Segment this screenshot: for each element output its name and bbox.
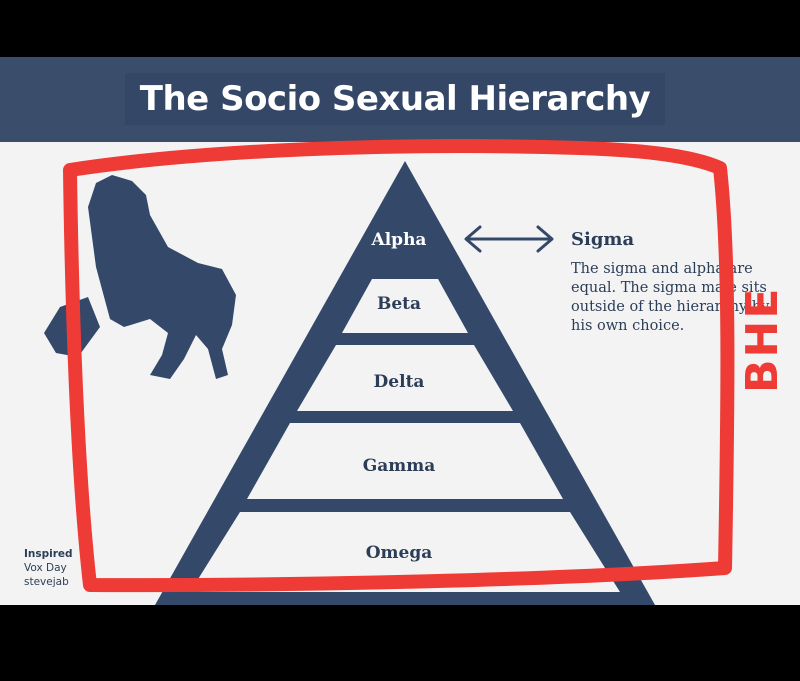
tier-beta-band bbox=[342, 279, 468, 333]
credit-line-1: Vox Day bbox=[24, 562, 67, 574]
title-band: The Socio Sexual Hierarchy bbox=[0, 57, 800, 142]
tier-delta-band bbox=[297, 345, 513, 411]
sigma-label: Sigma bbox=[571, 229, 635, 250]
page-title: The Socio Sexual Hierarchy bbox=[125, 73, 665, 125]
tier-label-omega: Omega bbox=[366, 543, 433, 563]
tier-label-delta: Delta bbox=[374, 372, 425, 392]
sigma-description: The sigma and alpha are equal. The sigma… bbox=[571, 261, 770, 334]
credit-line-2: stevejab bbox=[24, 576, 69, 588]
handwritten-annotation: ВНЕ ИЕРАРХИИ bbox=[737, 195, 800, 485]
tier-label-alpha: Alpha bbox=[371, 230, 427, 250]
credit-block: Inspired Vox Day stevejab bbox=[24, 547, 94, 589]
tier-gamma-band bbox=[247, 423, 563, 499]
double-arrow-icon bbox=[464, 225, 554, 253]
pyramid-diagram: Alpha Beta Delta Gamma Omega bbox=[44, 161, 655, 605]
tier-label-beta: Beta bbox=[377, 294, 421, 314]
credit-heading: Inspired bbox=[24, 548, 73, 560]
tier-label-gamma: Gamma bbox=[363, 456, 436, 476]
